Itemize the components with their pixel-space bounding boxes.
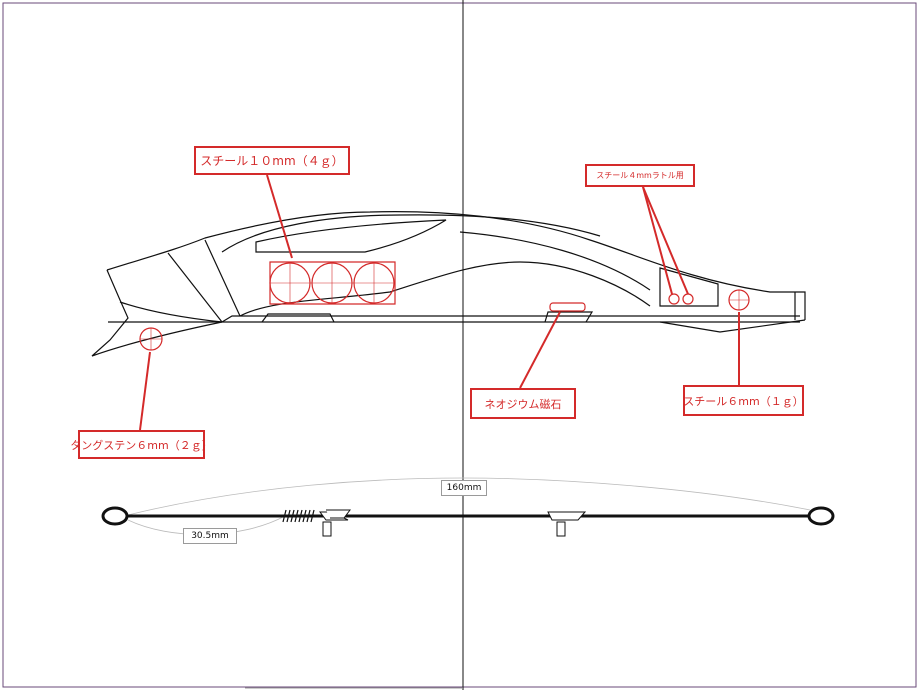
callout-tungsten-6mm-text: タングステン６mm（２ｇ）	[70, 438, 213, 452]
dimension-arc-160	[127, 477, 811, 516]
wire-frame	[101, 477, 835, 537]
wire-spring	[282, 509, 315, 523]
callout-tungsten-6mm: タングステン６mm（２ｇ）	[70, 430, 213, 459]
leader-lines	[139, 174, 740, 431]
weight-parts	[139, 262, 750, 351]
rattle-ball-1	[668, 293, 680, 305]
callout-neodymium-magnet-text: ネオジウム磁石	[484, 397, 562, 411]
line-eye	[101, 506, 129, 526]
dimension-front-length-text: 30.5mm	[191, 531, 229, 541]
callout-steel-4mm-rattle: スチール４mmラトル用	[585, 164, 695, 187]
lure-body	[91, 211, 806, 357]
callout-steel-6mm-text: スチール６mm（１ｇ）	[683, 394, 804, 408]
rear-hook-hanger	[547, 511, 587, 537]
callout-steel-4mm-rattle-text: スチール４mmラトル用	[596, 171, 684, 180]
callout-steel-6mm: スチール６mm（１ｇ）	[683, 385, 804, 416]
dimension-total-length: 160mm	[441, 480, 487, 496]
neodymium-magnet	[549, 302, 586, 312]
hook-eye	[807, 506, 835, 526]
dimension-total-length-text: 160mm	[446, 483, 482, 493]
callout-steel-10mm: スチール１０mm（４ｇ）	[194, 146, 350, 175]
callout-neodymium-magnet: ネオジウム磁石	[470, 388, 576, 419]
dimension-front-length: 30.5mm	[183, 528, 237, 544]
rattle-ball-2	[682, 293, 694, 305]
callout-steel-10mm-text: スチール１０mm（４ｇ）	[200, 154, 344, 168]
front-hook-hanger	[319, 509, 351, 537]
